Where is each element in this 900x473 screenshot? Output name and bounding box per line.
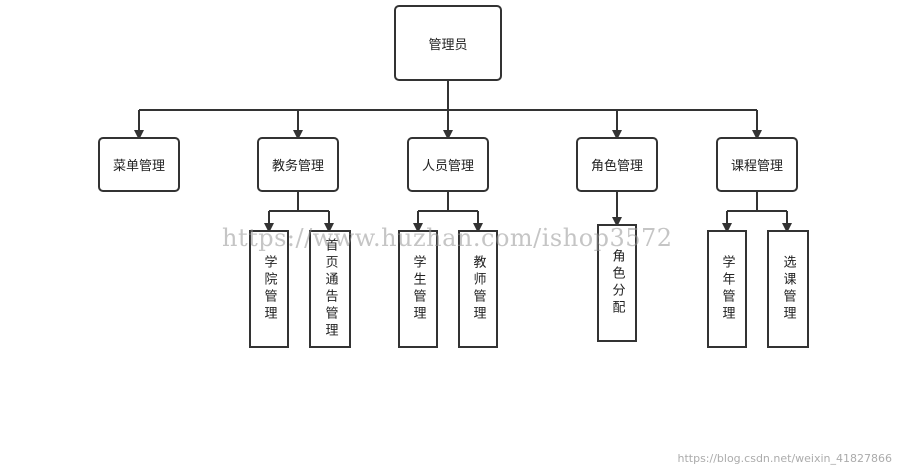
node-academic-management: 教务管理 — [257, 137, 339, 192]
node-college-management: 学院管理 — [249, 230, 289, 348]
node-staff-management: 人员管理 — [407, 137, 489, 192]
node-academic-year-management-label: 学年管理 — [719, 255, 735, 323]
node-teacher-management-label: 教师管理 — [470, 255, 486, 323]
node-admin-label: 管理员 — [428, 37, 468, 53]
node-course-management-label: 课程管理 — [730, 159, 783, 174]
node-college-management-label: 学院管理 — [261, 255, 277, 323]
node-course-selection-management-label: 选课管理 — [780, 255, 796, 323]
node-academic-management-label: 教务管理 — [271, 159, 324, 174]
node-role-assignment: 角色分配 — [597, 224, 637, 342]
node-course-management: 课程管理 — [716, 137, 798, 192]
node-role-management: 角色管理 — [576, 137, 658, 192]
node-academic-year-management: 学年管理 — [707, 230, 747, 348]
node-menu-management-label: 菜单管理 — [112, 159, 165, 174]
node-role-assignment-label: 角色分配 — [609, 249, 625, 317]
node-staff-management-label: 人员管理 — [421, 159, 474, 174]
node-menu-management: 菜单管理 — [98, 137, 180, 192]
node-role-management-label: 角色管理 — [590, 159, 643, 174]
node-homepage-notice-management: 首页通告管理 — [309, 230, 351, 348]
node-teacher-management: 教师管理 — [458, 230, 498, 348]
node-admin: 管理员 — [394, 5, 502, 81]
node-homepage-notice-management-label: 首页通告管理 — [322, 238, 338, 340]
watermark-center: https://www.huzhan.com/ishop3572 — [222, 224, 673, 252]
watermark-corner: https://blog.csdn.net/weixin_41827866 — [677, 452, 892, 465]
node-student-management: 学生管理 — [398, 230, 438, 348]
node-course-selection-management: 选课管理 — [767, 230, 809, 348]
node-student-management-label: 学生管理 — [410, 255, 426, 323]
